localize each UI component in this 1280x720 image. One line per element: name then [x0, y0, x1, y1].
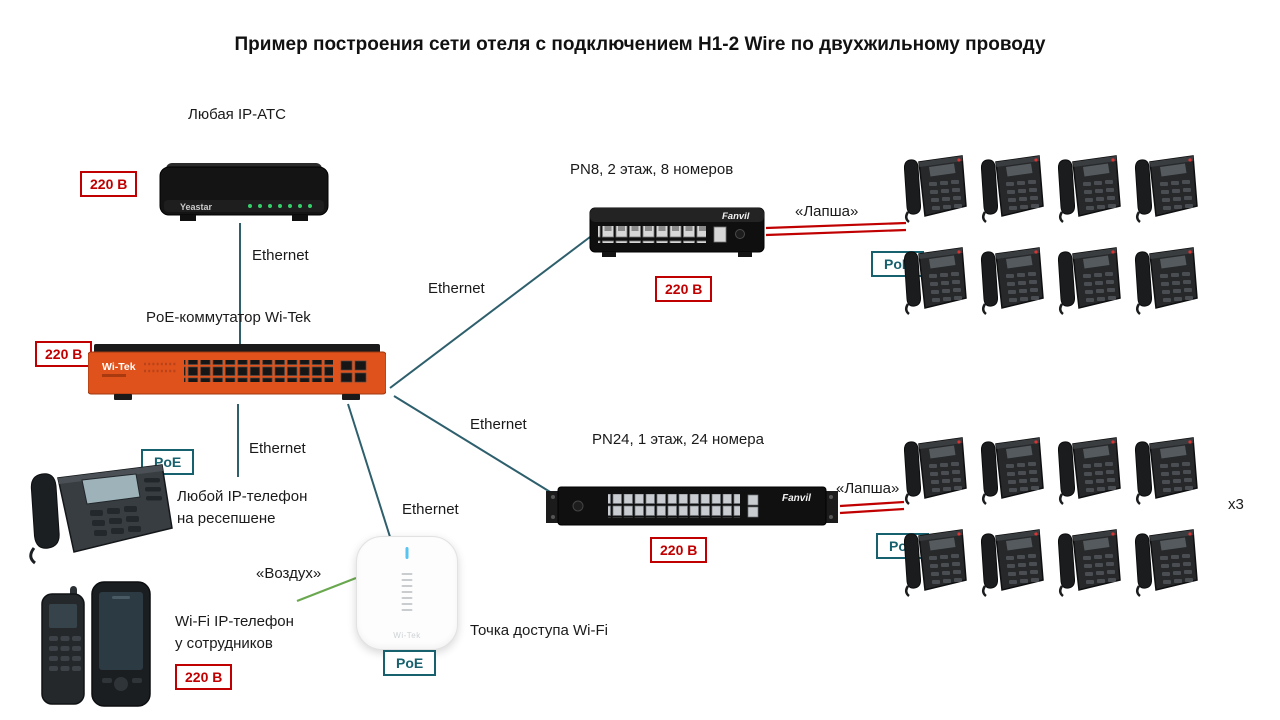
hotel-ip-phone — [902, 238, 979, 330]
ethernet-line-core-pn8 — [389, 236, 591, 389]
pbx-brand-text: Yeastar — [180, 202, 213, 212]
ap-poe-badge: PoE — [383, 650, 437, 676]
ethernet-label-core-pn8: Ethernet — [428, 280, 485, 297]
ethernet-line-core-ap — [347, 403, 392, 541]
hotel-ip-phone — [979, 238, 1056, 330]
ip-pbx-device: Yeastar — [158, 160, 330, 224]
hotel-ip-phone — [1056, 428, 1133, 520]
pn24-label: PN24, 1 этаж, 24 номера — [592, 431, 764, 448]
hotel-ip-phone — [979, 146, 1056, 238]
hotel-ip-phone — [902, 520, 979, 612]
reception-phone-label-line1: Любой IP-телефон — [177, 488, 308, 505]
hotel-ip-phone — [1056, 238, 1133, 330]
lapsha-line-pn8-1 — [765, 221, 907, 230]
ethernet-label-pbx-core: Ethernet — [252, 247, 309, 264]
hotel-ip-phone — [1133, 146, 1210, 238]
ap-brand-text: Wi-Tek — [393, 631, 421, 640]
lapsha-line-pn8-2 — [765, 228, 907, 237]
hotel-ip-phone — [1133, 428, 1210, 520]
core-switch-power-badge: 220 В — [35, 341, 93, 367]
hotel-ip-phone — [979, 428, 1056, 520]
wifi-cordless-phones-device — [36, 580, 161, 710]
ap-status-led — [405, 547, 409, 559]
ethernet-label-core-pn24: Ethernet — [470, 416, 527, 433]
phones-multiplier-label: x3 — [1228, 496, 1244, 513]
core-poe-switch-device: Wi-Tek — [88, 344, 386, 402]
pn8-brand-text: Fanvil — [722, 211, 750, 222]
hotel-ip-phone — [902, 146, 979, 238]
lapsha-line-pn24-2 — [839, 507, 905, 515]
reception-poe-badge: PoE — [141, 449, 195, 475]
wifi-phone-label-line2: у сотрудников — [175, 635, 273, 652]
floor1-phone-grid — [902, 428, 1210, 612]
lapsha-label-pn24: «Лапша» — [836, 480, 900, 497]
ap-vent-slots — [401, 573, 413, 611]
lapsha-label-pn8: «Лапша» — [795, 203, 859, 220]
hotel-ip-phone — [1056, 520, 1133, 612]
reception-phone-label: Любой IP-телефон на ресепшене — [177, 486, 307, 530]
wifi-phone-label-line1: Wi-Fi IP-телефон — [175, 613, 294, 630]
pn24-switch-device: Fanvil — [546, 481, 838, 531]
reception-phone-label-line2: на ресепшене — [177, 510, 276, 527]
pbx-power-badge: 220 В — [80, 171, 138, 197]
wifi-access-point-device: Wi-Tek — [356, 536, 458, 650]
lapsha-line-pn24-1 — [839, 500, 905, 508]
pn8-power-badge: 220 В — [655, 276, 713, 302]
hotel-ip-phone — [979, 520, 1056, 612]
pbx-led-row — [248, 204, 312, 208]
core-switch-label: PoE-коммутатор Wi-Tek — [146, 309, 311, 326]
ethernet-label-core-ap: Ethernet — [402, 501, 459, 518]
floor2-phone-grid — [902, 146, 1210, 330]
ethernet-line-core-pn24 — [393, 395, 561, 499]
hotel-ip-phone — [1133, 520, 1210, 612]
ethernet-label-core-reception: Ethernet — [249, 440, 306, 457]
diagram-title: Пример построения сети отеля с подключен… — [234, 34, 1046, 55]
hotel-ip-phone — [902, 428, 979, 520]
reception-ip-phone-device — [22, 450, 176, 566]
access-point-label: Точка доступа Wi-Fi — [470, 622, 608, 639]
hotel-ip-phone — [1133, 238, 1210, 330]
air-label: «Воздух» — [256, 565, 322, 582]
wifi-phone-power-badge: 220 В — [175, 664, 233, 690]
pn8-switch-device: Fanvil — [588, 204, 766, 262]
hotel-ip-phone — [1056, 146, 1133, 238]
pn8-label: PN8, 2 этаж, 8 номеров — [570, 161, 734, 178]
pbx-label: Любая IP-АТС — [188, 106, 286, 123]
pn24-power-badge: 220 В — [650, 537, 708, 563]
wifi-phone-label: Wi-Fi IP-телефон у сотрудников — [175, 611, 294, 655]
pn24-brand-text: Fanvil — [782, 493, 811, 504]
core-switch-brand-text: Wi-Tek — [102, 361, 136, 373]
